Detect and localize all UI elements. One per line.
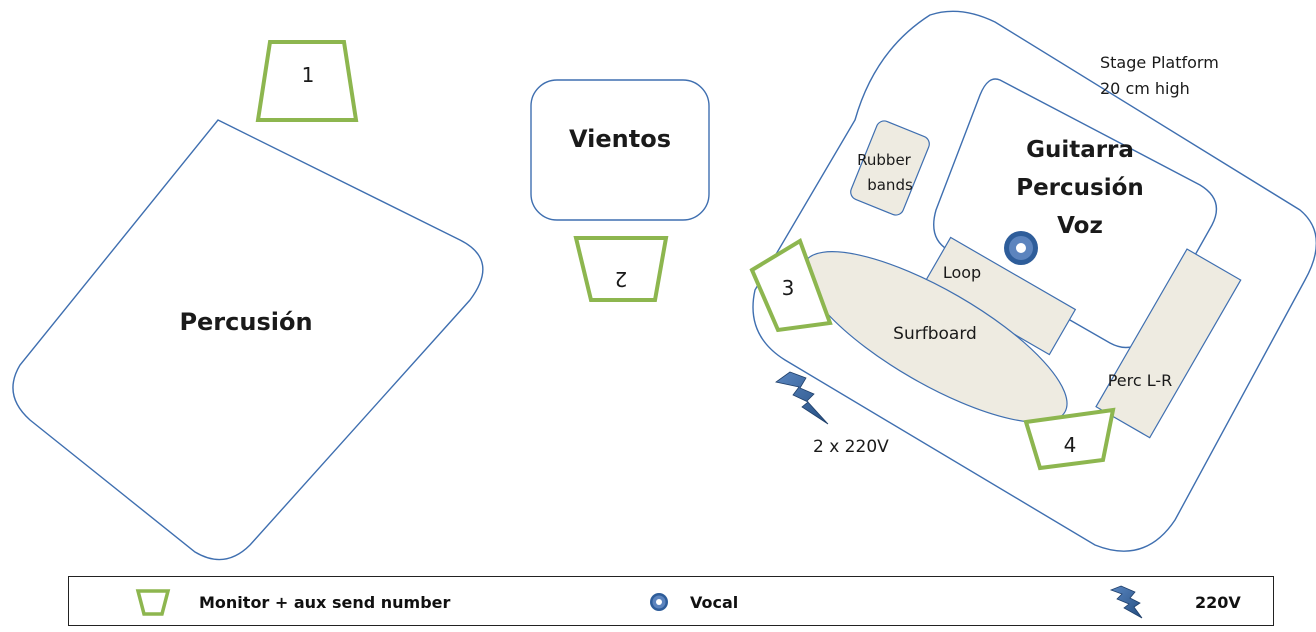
legend-monitor-label: Monitor + aux send number [199,592,451,612]
monitor-1-number: 1 [302,63,315,87]
legend-vocal-label: Vocal [690,592,739,612]
percusion-label: Percusión [179,308,312,336]
bolt-legend-icon [1109,585,1143,619]
legend: Monitor + aux send number Vocal 220V [68,576,1274,626]
perc-lr-box [1095,248,1242,439]
legend-monitor: Monitor + aux send number [135,577,450,627]
rubber-label-2: bands [867,176,913,194]
legend-power-label: 220V [1195,592,1241,612]
percusion2-label: Percusión [1016,175,1144,201]
platform-label-1: Stage Platform [1100,53,1219,72]
platform-label-2: 20 cm high [1100,79,1190,98]
monitor-legend-icon [135,589,171,616]
legend-vocal: Vocal [649,577,738,627]
monitor-3-number: 3 [782,276,795,300]
rubber-label-1: Rubber [857,151,912,169]
rubber-bands-box [850,120,930,216]
guitarra-label: Guitarra [1026,137,1134,163]
vientos-label: Vientos [569,125,671,153]
monitor-1: 1 [255,40,359,122]
perc-lr-label: Perc L-R [1108,371,1173,390]
voz-label: Voz [1057,213,1103,239]
legend-power: 220V [1109,577,1241,627]
vientos-area [530,79,710,221]
power-bolt-icon [775,371,829,425]
loop-label: Loop [943,263,981,282]
monitor-2: 2 [573,236,669,302]
monitor-2-number: 2 [615,267,628,291]
vocal-mic-icon [1004,231,1038,265]
surfboard-label: Surfboard [893,324,977,344]
monitor-3: 3 [749,238,833,333]
vocal-legend-icon [650,593,668,611]
monitor-4-number: 4 [1064,433,1077,457]
power-label: 2 x 220V [813,437,889,457]
monitor-4: 4 [1023,407,1116,471]
percusion-area [12,119,484,561]
